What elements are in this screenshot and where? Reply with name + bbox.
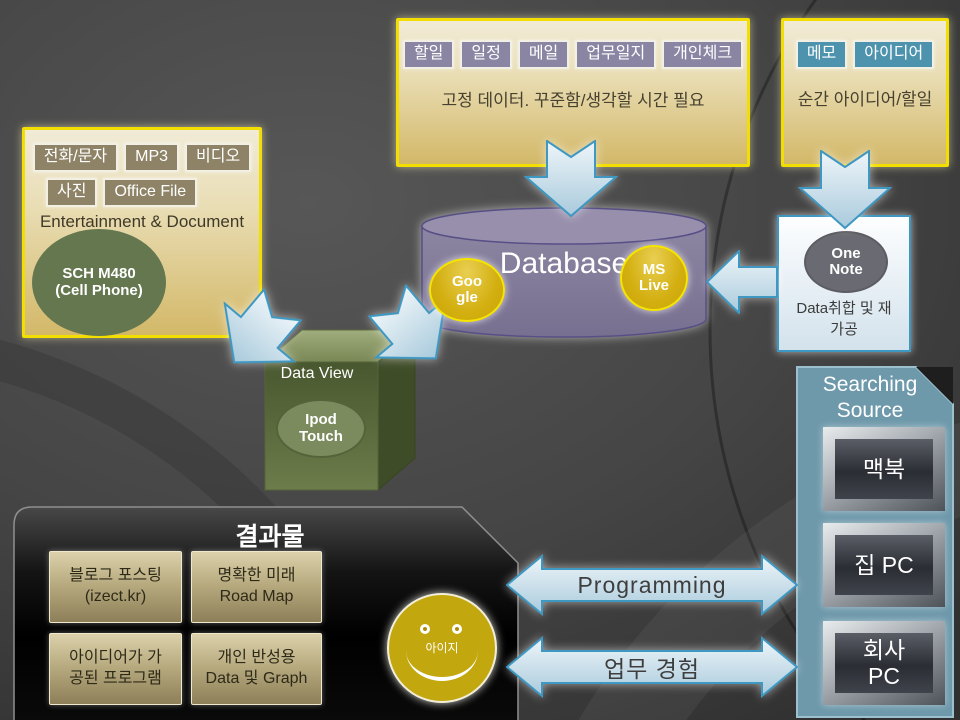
ipod-node: Ipod Touch: [276, 399, 366, 458]
source-button-work-pc[interactable]: 회사 PC: [823, 621, 945, 705]
tab-phone-sms[interactable]: 전화/문자: [32, 143, 119, 172]
arrow-fixeddata-to-database: [524, 140, 618, 218]
ipod-label: Ipod Touch: [299, 411, 343, 445]
onenote-node: One Note: [804, 231, 888, 293]
tab-personal-check[interactable]: 개인체크: [662, 40, 744, 69]
cellphone-node: SCH M480 (Cell Phone): [32, 229, 166, 336]
source-button-work-pc-label: 회사 PC: [835, 633, 933, 693]
arrow-work-experience: [506, 636, 798, 698]
result-button-graph[interactable]: 개인 반성용 Data 및 Graph: [191, 633, 322, 705]
smiley-face: 아이지: [387, 593, 497, 703]
tab-worklog[interactable]: 업무일지: [575, 40, 657, 69]
idea-caption: 순간 아이디어/할일: [797, 89, 933, 109]
cellphone-label: SCH M480 (Cell Phone): [55, 265, 143, 299]
smiley-mouth-icon: [406, 649, 478, 681]
tab-memo[interactable]: 메모: [795, 40, 848, 69]
tab-idea[interactable]: 아이디어: [853, 40, 935, 69]
smiley-eye-left-icon: [420, 624, 430, 634]
source-button-home-pc[interactable]: 집 PC: [823, 523, 945, 607]
tab-mp3[interactable]: MP3: [124, 143, 180, 172]
arrow-onenote-to-database: [706, 250, 778, 314]
result-button-program[interactable]: 아이디어가 가 공된 프로그램: [49, 633, 182, 705]
google-node: Goo gle: [429, 258, 505, 322]
source-button-macbook[interactable]: 맥북: [823, 427, 945, 511]
tab-photo[interactable]: 사진: [46, 177, 98, 207]
onenote-label: One Note: [829, 244, 863, 278]
arrow-entertainment-to-dataview: [223, 287, 303, 364]
tab-schedule[interactable]: 일정: [460, 40, 512, 69]
tab-todo[interactable]: 할일: [402, 40, 455, 69]
source-button-macbook-label: 맥북: [835, 439, 933, 499]
arrow-programming: [506, 554, 798, 616]
dataview-label: Data View: [280, 365, 354, 382]
source-button-home-pc-label: 집 PC: [835, 535, 933, 595]
result-button-blog[interactable]: 블로그 포스팅 (izect.kr): [49, 551, 182, 623]
programming-flow-label: Programming: [577, 571, 727, 598]
tab-video[interactable]: 비디오: [185, 143, 252, 172]
fixed-data-caption: 고정 데이터. 꾸준함/생각할 시간 필요: [441, 90, 705, 110]
google-label: Goo gle: [452, 272, 482, 306]
onenote-caption: Data취합 및 재 가공: [796, 300, 892, 338]
searching-title: Searching Source: [822, 373, 918, 423]
work-experience-flow-label: 업무 경험: [603, 656, 701, 682]
entertainment-label: Entertainment & Document: [39, 211, 245, 231]
mslive-label: MS Live: [638, 260, 669, 294]
onenote-box: One Note Data취합 및 재 가공: [777, 215, 911, 352]
tab-mail[interactable]: 메일: [517, 40, 570, 69]
result-button-roadmap[interactable]: 명확한 미래 Road Map: [191, 551, 322, 623]
mslive-node: MS Live: [620, 245, 688, 311]
database-title: Database: [499, 247, 629, 280]
smiley-eye-right-icon: [452, 624, 462, 634]
tab-office-file[interactable]: Office File: [103, 177, 198, 207]
results-title: 결과물: [235, 523, 305, 551]
arrow-idea-to-onenote: [798, 150, 892, 230]
